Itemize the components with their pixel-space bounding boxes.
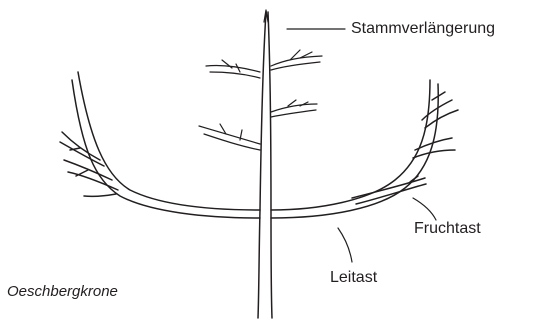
label-stem-extension: Stammverlängerung [351,21,495,37]
label-fruit-branch: Fruchtast [414,221,481,237]
left-scaffold-branch [60,72,260,218]
leader-line-frucht [413,198,436,220]
central-branches [199,50,322,150]
trunk [258,12,272,318]
label-scaffold-branch: Leitast [330,270,377,286]
right-scaffold-branch [271,80,458,218]
figure-caption: Oeschbergkrone [7,284,118,299]
leader-line-leit [338,228,352,262]
